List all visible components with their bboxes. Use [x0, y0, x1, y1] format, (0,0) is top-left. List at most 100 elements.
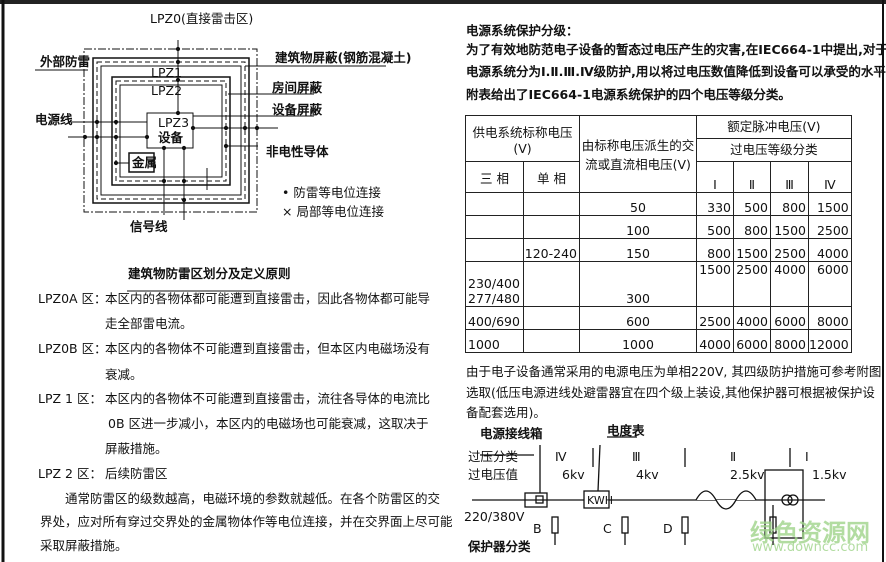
- zone-text: 本区内的各物体都可能遭到直接雷击，因此各物体都可能导: [105, 291, 431, 306]
- note-line: 备配套选用)。: [466, 405, 546, 420]
- meter-label: 电度表: [607, 423, 645, 438]
- zone-text: 走全部雷电流。: [105, 316, 193, 331]
- level-roman: Ⅲ: [632, 449, 641, 464]
- junction-box-label: 电源接线箱: [480, 426, 543, 441]
- table-cell: 1000: [579, 329, 697, 353]
- table-cell: [523, 192, 580, 216]
- table-cell: [465, 192, 524, 216]
- table-cell: 6000: [808, 261, 852, 307]
- intro-line: 电源系统分为Ⅰ.Ⅱ.Ⅲ.Ⅳ级防护,用以将过电压数值降低到设备可以承受的水平: [466, 64, 886, 79]
- metal-label: 金属: [132, 155, 158, 170]
- level-roman: Ⅳ: [555, 449, 567, 464]
- table-cell: 500: [696, 215, 734, 239]
- protection-circuit: [472, 436, 825, 545]
- table-cell: 8000: [770, 329, 809, 353]
- zone-label: LPZ0B 区：: [38, 341, 107, 356]
- level-roman: Ⅰ: [805, 449, 809, 464]
- table-cell: [465, 215, 524, 239]
- non-electric-conductor-label: 非电性导体: [266, 144, 329, 159]
- zone-text: 衰减。: [105, 367, 143, 382]
- intro-line: 附表给出了IEC664-1电源系统保护的四个电压等级分类。: [466, 87, 791, 102]
- signal-line-label: 信号线: [130, 219, 168, 234]
- table-cell: 800: [696, 238, 734, 262]
- table-cell: 1500: [733, 238, 771, 262]
- category-label: 过压分类: [468, 449, 519, 464]
- table-cell: [465, 238, 524, 262]
- zone-text: 本区内的各物体不可能遭到直接雷击，流往各导体的电流比: [105, 391, 431, 406]
- room-shield-label: 房间屏蔽: [272, 80, 323, 95]
- zone-label: LPZ 2 区：: [38, 466, 102, 481]
- device-label: 设备: [158, 130, 184, 145]
- table-cell: 800: [733, 215, 771, 239]
- table-cell: 230/400 277/480: [465, 261, 524, 307]
- zone-text: 0B 区进一步减小，本区内的电磁场也可能衰减，这取决于: [108, 416, 429, 431]
- lpz1-label: LPZ1: [151, 65, 183, 80]
- table-cell: 100: [579, 215, 697, 239]
- table-cell: 6000: [733, 329, 771, 353]
- table-cell: [523, 329, 580, 353]
- zone-text: 后续防雷区: [105, 466, 168, 481]
- lpz0-label: LPZ0(直接雷击区): [150, 11, 254, 26]
- protector-b: B: [533, 521, 542, 536]
- table-cell: 1500: [696, 261, 734, 307]
- zone-label: LPZ0A 区：: [38, 291, 107, 306]
- note-line: 选取(低压电源进线处避雷器宜在四个级上装设,其他保护器可根据被保护设: [466, 385, 875, 400]
- table-cell: 4000: [808, 238, 852, 262]
- lpz2-label: LPZ2: [151, 83, 183, 98]
- zone-label: LPZ 1 区：: [38, 391, 102, 406]
- table-cell: 2500: [696, 306, 734, 330]
- table-cell: 500: [733, 192, 771, 216]
- external-protection-label: 外部防雷: [40, 54, 91, 69]
- level-kv: 4kv: [636, 467, 659, 482]
- kwh-meter: KWH: [587, 494, 613, 507]
- table-cell: 120-240: [523, 238, 580, 262]
- header-level: Ⅰ: [696, 161, 734, 193]
- table-cell: 600: [579, 306, 697, 330]
- value-label: 过电压值: [468, 467, 519, 482]
- table-cell: 1500: [770, 215, 809, 239]
- level-roman: Ⅱ: [730, 449, 737, 464]
- paragraph-line: 界处，应对所有穿过交界处的金属物体作等电位连接，并在交界面上尽可能: [40, 514, 453, 529]
- lpz-diagram: [35, 40, 386, 220]
- header-level: Ⅲ: [770, 161, 809, 193]
- paragraph-line: 采取屏蔽措施。: [40, 538, 128, 553]
- device-shield-label: 设备屏蔽: [272, 102, 323, 117]
- table-cell: 800: [770, 192, 809, 216]
- table-cell: 50: [579, 192, 697, 216]
- legend-local-bonding: × 局部等电位连接: [282, 204, 384, 219]
- table-cell: 400/690: [465, 306, 524, 330]
- table-cell: [523, 306, 580, 330]
- table-cell: 6000: [770, 306, 809, 330]
- level-kv: 6kv: [562, 467, 585, 482]
- building-shield-label: 建筑物屏蔽(钢筋混凝土): [275, 50, 412, 65]
- lpz3-label: LPZ3: [158, 115, 190, 130]
- header-level: Ⅱ: [733, 161, 771, 193]
- protector-d: D: [663, 521, 673, 536]
- header-level: Ⅳ: [808, 161, 852, 193]
- header-single-phase: 单 相: [523, 161, 580, 193]
- voltage-table: 供电系统标称电压(V) 由标称电压派生的交流或直流相电压(V) 额定脉冲电压(V…: [465, 115, 852, 353]
- intro-line: 为了有效地防范电子设备的暂态过电压产生的灾害,在IEC664-1中提出,对于: [466, 42, 886, 57]
- header-impulse: 额定脉冲电压(V)过电压等级分类: [696, 115, 852, 162]
- protection-heading: 电源系统保护分级：: [466, 23, 579, 38]
- table-cell: 330: [696, 192, 734, 216]
- level-kv: 2.5kv: [730, 467, 765, 482]
- header-supply-voltage: 供电系统标称电压(V): [465, 115, 580, 162]
- table-cell: 2500: [733, 261, 771, 307]
- table-cell: 1500: [808, 192, 852, 216]
- table-cell: 4000: [770, 261, 809, 307]
- table-cell: 8000: [808, 306, 852, 330]
- note-line: 由于电子设备通常采用的电源电压为单相220V, 其四级防护措施可参考附图: [466, 364, 882, 379]
- power-line-label: 电源线: [35, 112, 73, 127]
- table-cell: 12000: [808, 329, 852, 353]
- table-cell: [523, 215, 580, 239]
- protector-c: C: [603, 521, 612, 536]
- zones-heading: 建筑物防雷区划分及定义原则: [128, 266, 291, 281]
